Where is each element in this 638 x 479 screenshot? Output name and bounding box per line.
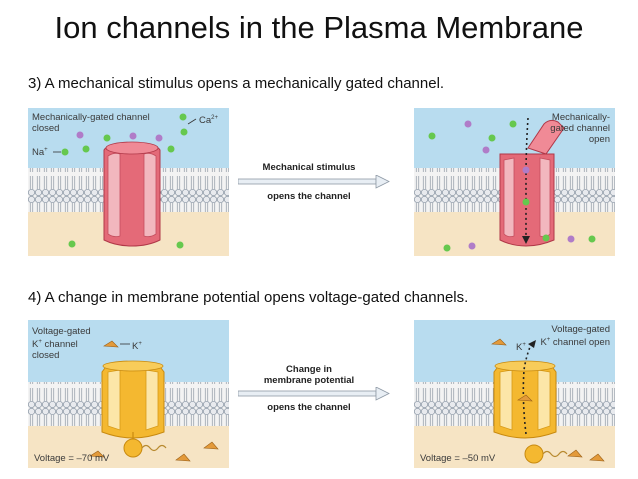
mechanical-open-panel: Mechanically- gated channel open: [414, 108, 615, 256]
voltage-open-illustration: [414, 320, 615, 468]
mechanical-heading: 3) A mechanical stimulus opens a mechani…: [28, 75, 445, 92]
mech-arrow-top-text: Mechanical stimulus: [262, 162, 356, 173]
right-arrow-icon: [238, 175, 390, 189]
k-ion-text: K: [132, 341, 139, 353]
volt-open-label: Voltage-gated K+ channel open: [522, 324, 610, 348]
slide-title: Ion channels in the Plasma Membrane: [54, 10, 584, 45]
voltage-heading: 4) A change in membrane potential opens …: [28, 289, 469, 306]
na-ion-charge: +: [44, 147, 48, 153]
volt-open-label-line1: Voltage-gated: [551, 324, 610, 335]
volt-arrow-bottom-text: opens the channel: [267, 402, 351, 413]
mechanical-closed-illustration: [28, 108, 229, 256]
k-ion-charge: +: [138, 341, 142, 347]
k-ion-label: K+: [132, 339, 142, 352]
volt-closed-label-k-charge: +: [38, 339, 42, 345]
volt-closed-label-line3: closed: [32, 350, 60, 362]
voltage-minus50-label: Voltage = –50 mV: [420, 453, 496, 464]
voltage-closed-illustration: [28, 320, 229, 468]
volt-arrow-top-line2: membrane potential: [263, 375, 355, 386]
voltage-minus70-label: Voltage = –70 mV: [34, 453, 110, 464]
voltage-closed-panel: Voltage-gated K+ channel closed K+ Volta…: [28, 320, 229, 468]
mech-open-label: Mechanically- gated channel open: [542, 112, 610, 145]
mech-open-label-line1: Mechanically-: [551, 112, 610, 123]
volt-closed-label: Voltage-gated K+ channel closed: [32, 326, 91, 361]
volt-closed-label-line1: Voltage-gated: [32, 326, 91, 337]
mech-closed-label-line1: Mechanically-gated channel: [32, 112, 150, 123]
right-arrow-icon: [238, 387, 390, 401]
ca-ion-text: Ca: [199, 115, 212, 127]
voltage-open-panel: K+ Voltage-gated K+ channel open Voltage…: [414, 320, 615, 468]
mech-closed-label-line2: closed: [32, 123, 60, 134]
k-ion-open-label: K+: [516, 340, 526, 353]
volt-arrow-top-line1: Change in: [286, 364, 332, 375]
na-ion-text: Na: [32, 147, 45, 159]
mechanical-open-illustration: [414, 108, 615, 256]
volt-closed-label-k: K: [32, 339, 39, 351]
volt-arrow-top-text: Change in membrane potential: [238, 364, 380, 386]
k-ion-open-text: K: [516, 342, 523, 354]
mechanical-closed-panel: Mechanically-gated channel closed Ca2+ N…: [28, 108, 229, 256]
ca-ion-label: Ca2+: [199, 113, 218, 126]
volt-open-label-channel-open: channel open: [550, 337, 610, 349]
mech-open-label-line3: open: [588, 134, 610, 145]
mech-arrow-bottom-text: opens the channel: [267, 191, 351, 202]
mech-closed-label: Mechanically-gated channel closed: [32, 112, 150, 134]
mechanical-stimulus-arrow: Mechanical stimulus opens the channel: [238, 160, 390, 206]
volt-open-label-k-charge: +: [546, 337, 551, 343]
na-ion-label: Na+: [32, 145, 48, 158]
volt-open-label-k: K: [540, 337, 547, 349]
ca-ion-charge: 2+: [211, 115, 218, 121]
voltage-change-arrow: Change in membrane potential opens the c…: [238, 364, 390, 416]
volt-closed-label-channel: channel: [41, 339, 78, 351]
k-ion-open-charge: +: [522, 342, 526, 348]
mech-open-label-line2: gated channel: [550, 123, 610, 134]
